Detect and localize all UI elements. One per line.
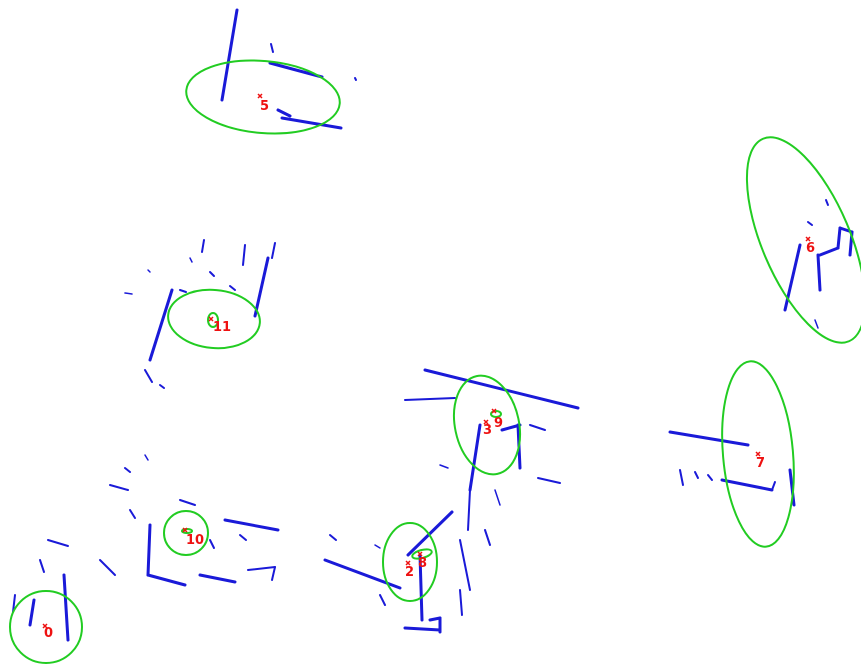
cross-marker-7 <box>755 451 761 457</box>
node-6: 6 <box>805 236 815 256</box>
ellipse-node-5 <box>185 59 341 135</box>
node-7: 7 <box>755 451 765 471</box>
cross-marker-6 <box>805 236 811 242</box>
cross-marker-9 <box>491 408 497 414</box>
node-label-6: 6 <box>806 241 815 256</box>
node-label-2: 2 <box>405 565 414 580</box>
laser-scan-points <box>12 8 854 642</box>
node-label-7: 7 <box>756 456 765 471</box>
node-2: 2 <box>405 560 414 580</box>
node-0: 0 <box>42 623 53 641</box>
node-10: 10 <box>182 527 204 548</box>
cross-marker-2 <box>405 560 411 566</box>
node-5: 5 <box>257 93 269 114</box>
ellipse-node-6 <box>745 136 861 344</box>
covariance-ellipses <box>9 59 861 664</box>
ellipse-node-10 <box>163 510 209 556</box>
ellipse-node-11-inner <box>207 312 219 328</box>
cross-marker-10 <box>182 527 188 533</box>
node-8: 8 <box>417 551 427 571</box>
node-label-8: 8 <box>418 556 427 571</box>
ellipse-node-3 <box>453 374 521 476</box>
node-label-11: 11 <box>213 320 231 335</box>
ellipse-node-9 <box>490 410 502 418</box>
ellipse-node-11 <box>167 288 261 350</box>
ellipse-node-2 <box>382 522 438 602</box>
ellipse-node-0 <box>9 590 83 664</box>
node-9: 9 <box>491 408 503 431</box>
cross-marker-11 <box>208 316 214 322</box>
node-3: 3 <box>483 419 492 438</box>
cross-marker-3 <box>483 419 489 425</box>
node-label-9: 9 <box>494 416 503 431</box>
node-label-10: 10 <box>186 533 204 548</box>
ellipse-node-7 <box>721 360 795 548</box>
node-label-0: 0 <box>44 626 53 641</box>
cross-marker-8 <box>417 551 423 557</box>
ellipse-node-8 <box>411 548 433 560</box>
node-11: 11 <box>208 316 231 335</box>
node-label-5: 5 <box>260 99 269 114</box>
cross-marker-5 <box>257 93 263 99</box>
node-label-3: 3 <box>483 423 492 438</box>
cross-marker-0 <box>42 623 48 629</box>
